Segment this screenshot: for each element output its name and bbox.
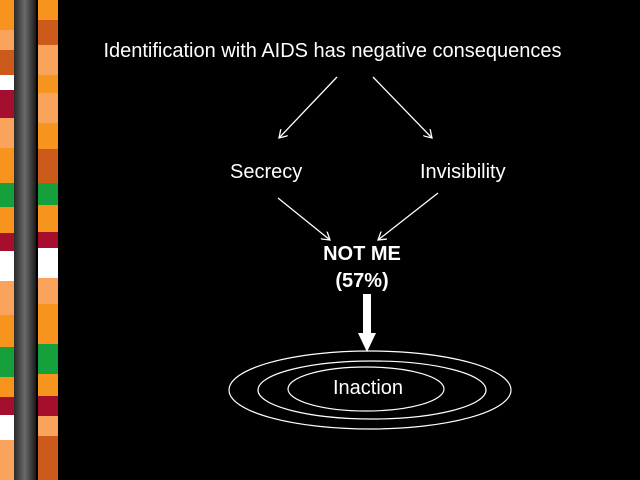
slide-title: Identification with AIDS has negative co…	[103, 40, 562, 62]
arrow-title-to-invisibility	[372, 76, 432, 138]
node-invisibility: Invisibility	[420, 161, 506, 183]
left-stripe-column	[0, 0, 14, 480]
node-secrecy: Secrecy	[230, 161, 303, 183]
outer-ring	[228, 350, 512, 430]
stripe-fade	[58, 0, 80, 480]
arrow-invisibility-to-notme	[378, 192, 439, 240]
node-not-me-percent: (57%)	[335, 270, 389, 292]
decorative-stripe-border	[0, 0, 80, 480]
node-inaction: Inaction	[332, 377, 404, 399]
middle-ring	[257, 360, 487, 420]
node-not-me: NOT ME	[323, 243, 401, 265]
stripe-shadow-band	[14, 0, 36, 480]
right-stripe-column	[38, 0, 58, 480]
inner-ring	[287, 366, 445, 412]
arrow-title-to-secrecy	[279, 76, 338, 138]
arrow-notme-to-inaction	[358, 294, 376, 352]
inaction-target-rings	[228, 350, 512, 430]
arrow-secrecy-to-notme	[277, 197, 330, 240]
